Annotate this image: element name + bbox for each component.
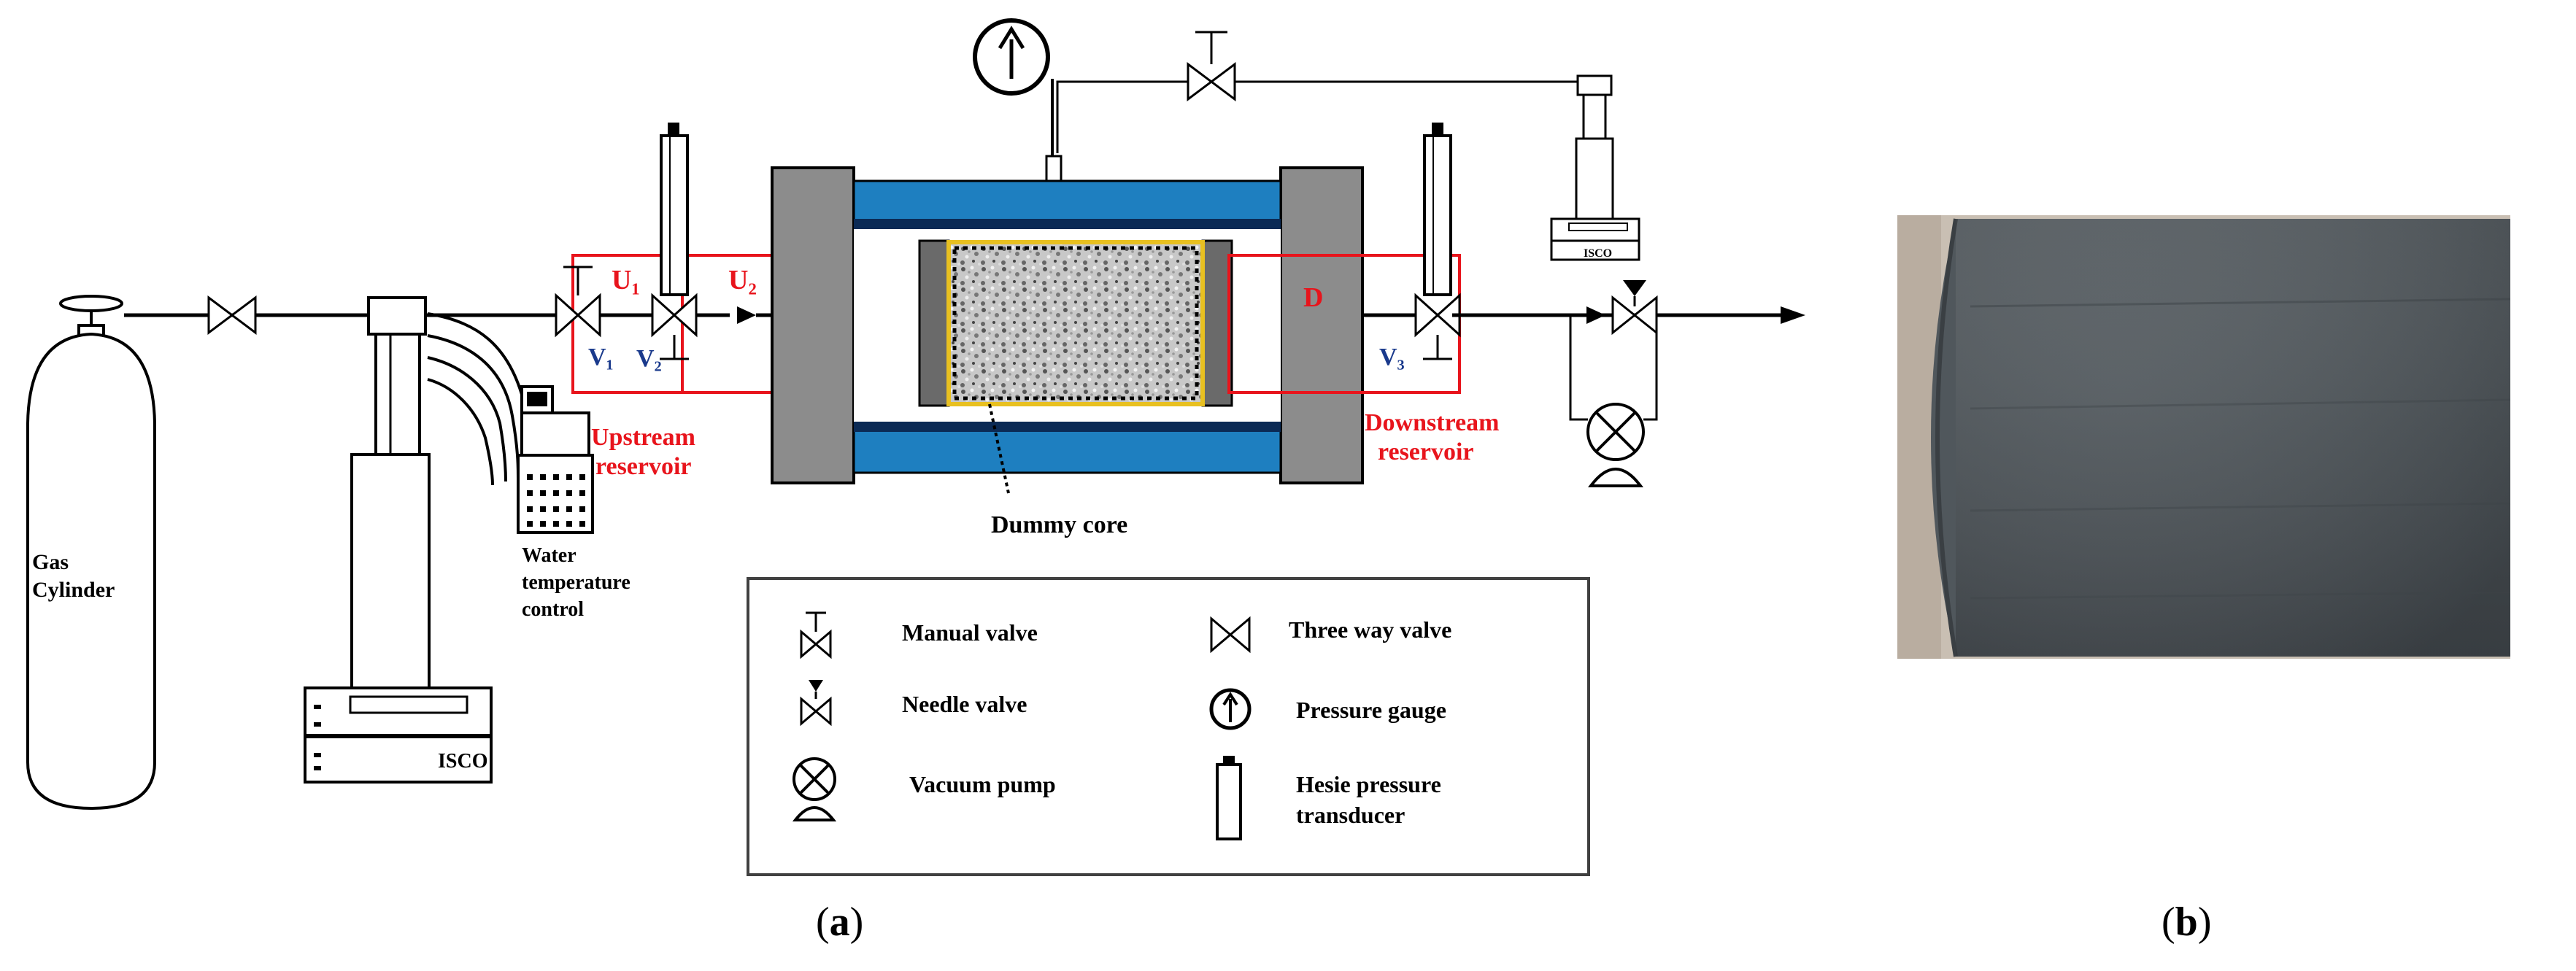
legend-manual-valve: Manual valve [800, 611, 1038, 659]
panel-b-open: ( [2162, 900, 2175, 945]
water-label-1: Water [522, 544, 576, 567]
isco-pump-left: ISCO [304, 296, 493, 784]
legend-transducer-label-1: Hesie pressure [1296, 771, 1441, 797]
legend-transducer: Hesie pressure transducer [1216, 756, 1441, 840]
transducer-icon [1216, 756, 1242, 840]
upstream-label-1: Upstream [591, 424, 695, 451]
right-end-cap [1279, 166, 1364, 484]
gas-cylinder: Gas Cylinder [26, 295, 156, 811]
label-v2: V₂ [636, 345, 662, 372]
vacuum-pump-icon [792, 757, 837, 821]
outlet-needle-valve-icon [1611, 280, 1658, 336]
transducer-downstream-icon [1423, 123, 1452, 296]
transducer-upstream-icon [660, 123, 689, 296]
sleeve-top [852, 179, 1282, 226]
panel-b-letter: b [2175, 900, 2198, 945]
label-d: D [1303, 282, 1323, 313]
flow-arrow-2-icon [1586, 306, 1605, 324]
gas-cylinder-label-2: Cylinder [32, 578, 115, 602]
legend-needle-valve: Needle valve [800, 680, 1027, 727]
legend-pressure-gauge: Pressure gauge [1209, 688, 1446, 730]
flow-arrow-icon [737, 306, 756, 324]
legend-manual-valve-label: Manual valve [902, 619, 1038, 646]
sleeve-bottom [852, 425, 1282, 474]
label-u1: U₁ [612, 265, 640, 295]
legend-box [747, 577, 1590, 876]
legend-pressure-gauge-label: Pressure gauge [1296, 697, 1446, 723]
downstream-label-2: reservoir [1378, 438, 1474, 465]
pressure-gauge-legend-icon [1209, 688, 1252, 730]
isco-left-label: ISCO [438, 750, 487, 773]
top-line [1051, 80, 1607, 156]
panel-label-b: (b) [2162, 900, 2211, 945]
legend-vacuum-pump-label: Vacuum pump [909, 771, 1056, 797]
upstream-label-2: reservoir [595, 453, 692, 480]
left-end-cap [771, 166, 855, 484]
panel-a-close: ) [850, 900, 864, 945]
core-photo [1897, 215, 2511, 659]
vacuum-pump [1569, 315, 1658, 487]
needle-valve-icon [800, 680, 832, 727]
valve-v1-icon [555, 266, 601, 338]
panel-a-open: ( [816, 900, 830, 945]
panel-a-letter: a [830, 900, 850, 945]
panel-label-a: (a) [816, 900, 863, 945]
pressure-gauge-icon [973, 18, 1054, 156]
valve-v2-icon [651, 293, 698, 360]
legend-transducer-label-2: transducer [1296, 802, 1405, 828]
water-label-2: temperature [522, 571, 630, 594]
dummy-core [946, 240, 1205, 406]
isco-pump-small: ISCO [1550, 74, 1640, 261]
dummy-core-label: Dummy core [991, 511, 1127, 538]
core-holder [756, 155, 1452, 484]
manual-valve-icon [800, 611, 832, 659]
legend-vacuum-pump: Vacuum pump [792, 757, 1056, 821]
water-tubes [427, 312, 532, 486]
dummy-core-pointer [988, 403, 1010, 494]
legend-three-way-valve: Three way valve [1210, 616, 1451, 654]
svg-text:(b): (b) [2162, 900, 2211, 945]
gas-cylinder-label-1: Gas [32, 550, 69, 574]
isco-small-label: ISCO [1584, 247, 1612, 260]
three-way-valve-icon [1210, 616, 1251, 654]
valve-v3-icon [1414, 293, 1461, 360]
legend-three-way-valve-label: Three way valve [1289, 616, 1451, 643]
label-v3: V₃ [1379, 344, 1405, 371]
panel-b-close: ) [2198, 900, 2212, 945]
water-temperature-controller: Water temperature control [517, 385, 630, 621]
gas-line-valve-icon [207, 295, 257, 335]
outlet-arrow-icon [1781, 306, 1805, 324]
legend-needle-valve-label: Needle valve [902, 691, 1027, 717]
top-line-valve-icon [1187, 31, 1236, 101]
label-u2: U₂ [728, 265, 757, 295]
svg-text:(a): (a) [816, 900, 863, 945]
water-label-3: control [522, 598, 584, 621]
label-v1: V₁ [588, 344, 614, 371]
downstream-label-1: Downstream [1365, 409, 1499, 436]
